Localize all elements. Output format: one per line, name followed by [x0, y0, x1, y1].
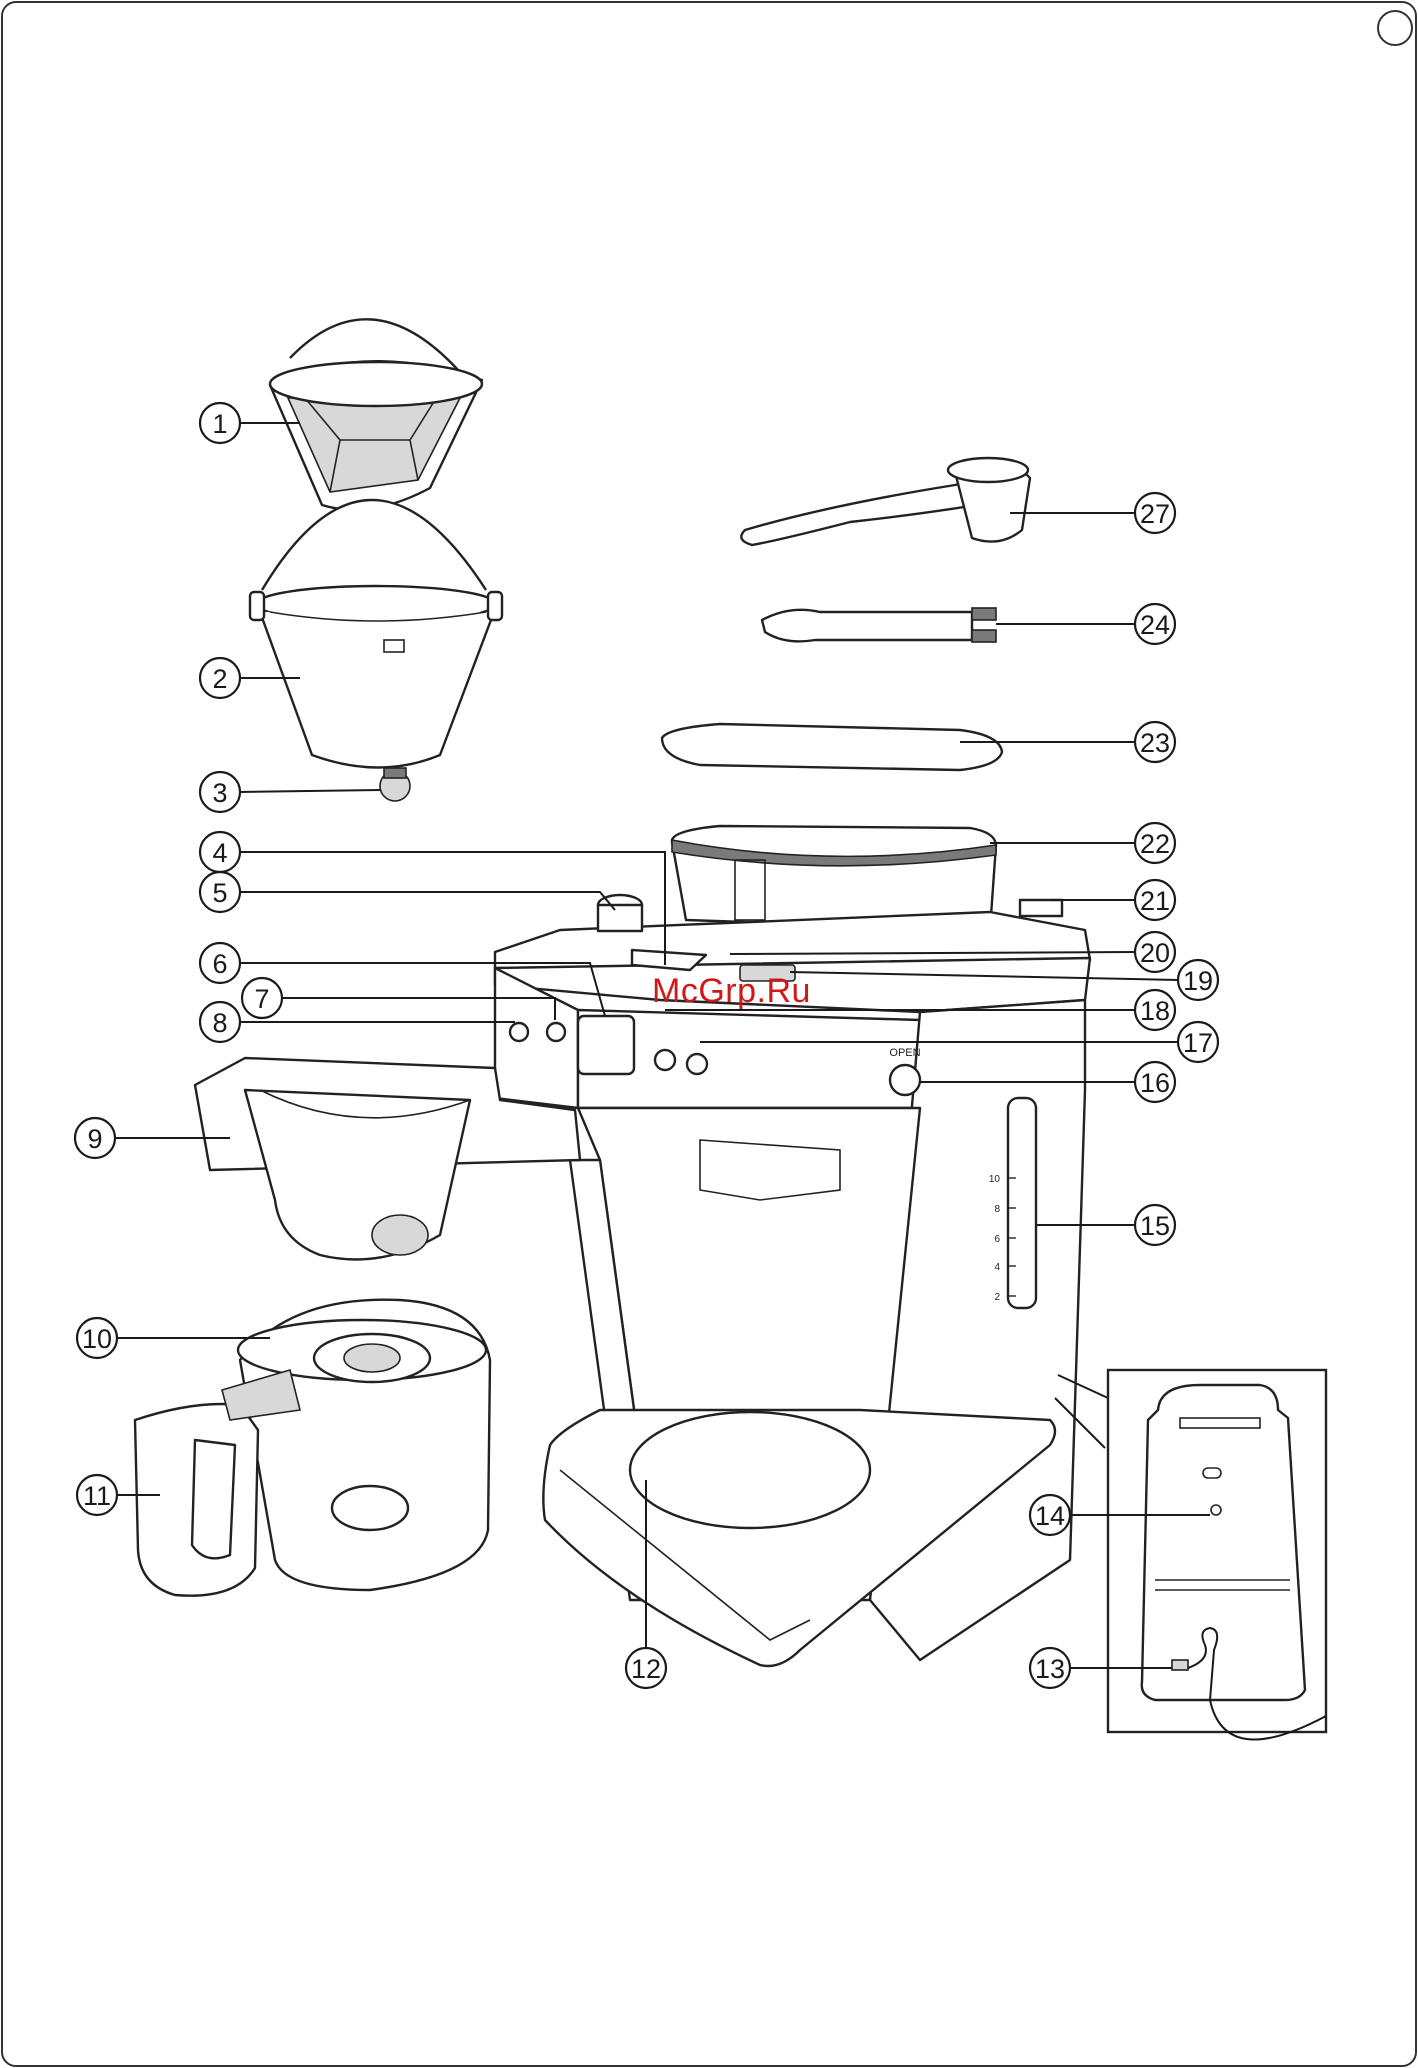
scale-mark-label: 8	[994, 1204, 1000, 1215]
callout-number: 23	[1140, 728, 1170, 758]
callout-number: 13	[1035, 1654, 1065, 1684]
callout-number: 15	[1140, 1211, 1170, 1241]
callout-number: 5	[212, 878, 227, 908]
callout-number: 7	[254, 984, 269, 1014]
rear-view-inset	[1055, 1370, 1326, 1740]
callout-leader	[240, 790, 380, 792]
page-corner-circle	[1378, 11, 1412, 45]
scale-mark-label: 10	[989, 1174, 1001, 1185]
grinder-cover-lid	[1020, 900, 1062, 916]
drip-stop-valve	[380, 768, 410, 801]
callout-number: 8	[212, 1008, 227, 1038]
callout-number: 6	[212, 949, 227, 979]
scale-mark-label: 2	[994, 1292, 1000, 1303]
callout-number: 21	[1140, 886, 1170, 916]
power-button[interactable]	[510, 1023, 528, 1041]
callout-27: 27	[1010, 493, 1175, 533]
callout-number: 17	[1183, 1028, 1213, 1058]
watermark: McGrp.Ru	[652, 972, 811, 1011]
callout-number: 27	[1140, 499, 1170, 529]
cleaning-brush	[762, 608, 996, 642]
callout-number: 20	[1140, 938, 1170, 968]
glass-jug	[135, 1300, 490, 1596]
timer-button[interactable]	[655, 1050, 675, 1070]
cup-select-button[interactable]	[687, 1054, 707, 1074]
grinder-button[interactable]	[547, 1023, 565, 1041]
display	[578, 1016, 634, 1074]
callout-number: 14	[1035, 1501, 1065, 1531]
callout-number: 4	[212, 838, 227, 868]
callout-number: 16	[1140, 1068, 1170, 1098]
filter-holder	[250, 500, 502, 768]
scale-mark-label: 6	[994, 1234, 1000, 1245]
callout-22: 22	[990, 823, 1175, 863]
callout-number: 12	[631, 1654, 661, 1684]
scale-mark-label: 4	[994, 1262, 1000, 1273]
permanent-filter	[270, 319, 482, 509]
strength-knob-body[interactable]	[598, 905, 642, 931]
bean-container-lid	[662, 724, 1002, 770]
callout-number: 22	[1140, 829, 1170, 859]
callout-number: 1	[212, 409, 227, 439]
callout-number: 11	[83, 1481, 111, 1511]
callout-number: 9	[87, 1124, 102, 1154]
callout-number: 24	[1140, 610, 1170, 640]
callout-number: 19	[1183, 966, 1213, 996]
callout-leader	[240, 892, 615, 910]
callout-24: 24	[996, 604, 1175, 644]
callout-number: 18	[1140, 996, 1170, 1026]
measuring-spoon	[741, 458, 1030, 545]
callout-21: 21	[1050, 880, 1175, 920]
open-label: OPEN	[889, 1047, 920, 1059]
callout-3: 3	[200, 772, 380, 812]
callout-number: 10	[82, 1324, 112, 1354]
callout-5: 5	[200, 872, 615, 912]
callout-number: 2	[212, 664, 227, 694]
open-button[interactable]	[890, 1065, 920, 1095]
callout-number: 3	[212, 778, 227, 808]
